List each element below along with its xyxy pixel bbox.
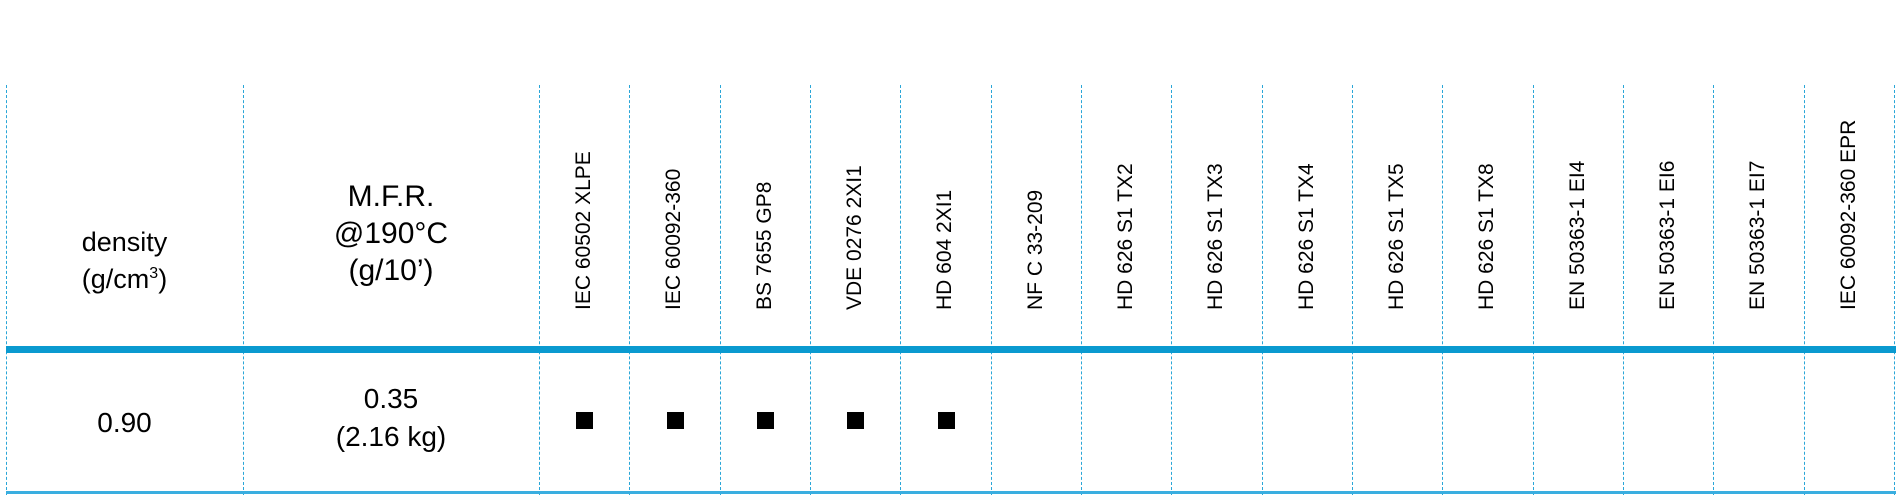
standard-label: HD 626 S1 TX2 [1114,163,1137,310]
compliance-mark [666,412,684,429]
density-label: density [81,227,168,257]
column-divider [1442,85,1443,495]
standard-label: HD 604 2XI1 [933,189,956,310]
standard-label: BS 7655 GP8 [753,181,776,310]
mfr-unit: (g/10’) [348,254,434,287]
compliance-mark [847,412,864,429]
standard-label: EN 50363-1 EI6 [1656,160,1679,310]
compliance-mark [576,412,593,429]
standard-label: IEC 60502 XLPE [572,151,595,310]
standard-header: BS 7655 GP8 [720,74,810,334]
density-header: density (g/cm3) [6,226,243,295]
mfr-temp: @190°C [333,217,449,250]
standard-header: EN 50363-1 EI7 [1713,74,1803,334]
standard-label: IEC 60092-360 [662,168,685,310]
mfr-value: 0.35 (2.16 kg) [243,380,539,456]
standard-header: NF C 33-209 [991,74,1081,334]
standard-header: EN 50363-1 EI6 [1623,74,1713,334]
standard-label: VDE 0276 2XI1 [843,165,866,310]
column-divider [6,85,7,495]
mfr-value-load: (2.16 kg) [335,421,447,452]
standard-header: HD 626 S1 TX8 [1442,74,1532,334]
standard-label: EN 50363-1 EI7 [1746,160,1769,310]
compliance-mark [757,412,774,429]
standard-label: IEC 60092-360 EPR [1837,119,1860,310]
column-divider [1081,85,1082,495]
standard-label: HD 626 S1 TX8 [1475,163,1498,310]
mfr-label: M.F.R. [347,180,435,213]
standard-header: HD 626 S1 TX3 [1171,74,1261,334]
column-divider [1352,85,1353,495]
column-divider [1171,85,1172,495]
standard-label: NF C 33-209 [1024,189,1047,310]
standard-header: VDE 0276 2XI1 [810,74,900,334]
standard-header: HD 626 S1 TX5 [1352,74,1442,334]
standard-label: EN 50363-1 EI4 [1566,160,1589,310]
density-unit: (g/cm3) [81,264,168,294]
header-divider [6,346,1896,353]
standard-header: IEC 60502 XLPE [539,74,629,334]
column-divider [243,85,244,495]
column-divider [629,85,630,495]
standard-header: HD 626 S1 TX4 [1262,74,1352,334]
table-bottom-rule [6,491,1896,494]
column-divider [1804,85,1805,495]
mfr-header: M.F.R. @190°C (g/10’) [243,178,539,289]
column-divider [900,85,901,495]
mfr-value-main: 0.35 [363,383,419,414]
standard-header: EN 50363-1 EI4 [1533,74,1623,334]
column-divider [810,85,811,495]
compliance-mark [937,412,955,429]
column-divider [1713,85,1714,495]
standard-label: HD 626 S1 TX3 [1204,163,1227,310]
standard-header: IEC 60092-360 [629,74,719,334]
standard-label: HD 626 S1 TX5 [1385,163,1408,310]
column-divider [539,85,540,495]
standard-header: HD 604 2XI1 [900,74,990,334]
column-divider [991,85,992,495]
column-divider [1894,85,1895,495]
column-divider [1262,85,1263,495]
standard-label: HD 626 S1 TX4 [1295,163,1318,310]
column-divider [1533,85,1534,495]
density-value: 0.90 [97,407,152,438]
standard-header: IEC 60092-360 EPR [1804,74,1894,334]
column-divider [1623,85,1624,495]
standard-header: HD 626 S1 TX2 [1081,74,1171,334]
column-divider [720,85,721,495]
